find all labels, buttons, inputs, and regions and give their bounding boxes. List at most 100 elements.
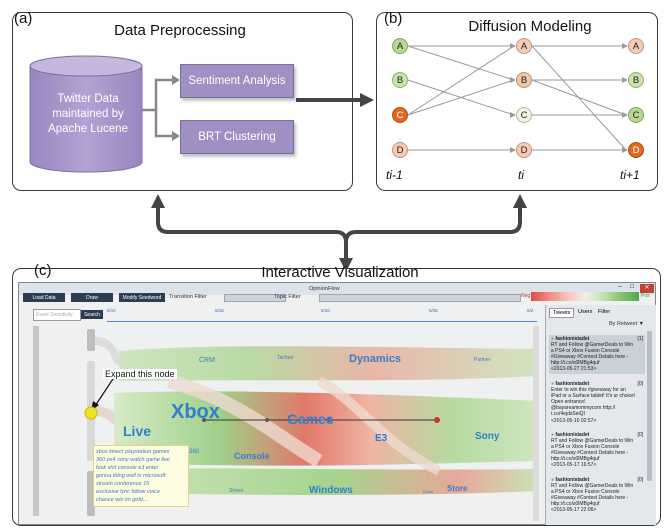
tweet-card[interactable]: ● fashionistadet [0] RT and Follow @Gamer… [549, 431, 645, 470]
node-t0-b: B [392, 72, 408, 88]
tweet-text: Open entrance! [551, 399, 586, 406]
timeline-tick-label: 6/2 [527, 308, 534, 313]
node-t1-c: C [516, 107, 532, 123]
tweet-text: iPad or a Surface tablet! It's ur choice… [551, 393, 636, 400]
database-label: Twitter Data maintained by Apache Lucene [30, 92, 146, 137]
expand-node-annotation: Expand this node [103, 369, 177, 379]
topic-dynamics[interactable]: Dynamics [349, 353, 401, 365]
panel-c-title: Interactive Visualization [261, 264, 419, 281]
window-title: OpinionFlow [309, 286, 340, 292]
topic-filter-slider[interactable] [319, 294, 521, 302]
topic-crm[interactable]: CRM [199, 357, 215, 364]
timeline-ruler[interactable] [107, 307, 537, 322]
retweet-count: [1] [637, 336, 643, 342]
tweet-date: <2013-05-17 22:06> [551, 507, 597, 514]
database-cylinder [29, 55, 143, 173]
search-button[interactable]: Search [81, 310, 103, 319]
topic-360[interactable]: 360 [189, 449, 200, 455]
sentiment-analysis-box: Sentiment Analysis [180, 64, 294, 98]
tweet-date: <2013-05-27 21:53> [551, 366, 597, 373]
database-line-2: maintained by [52, 108, 124, 120]
word-cloud-tooltip: xbox kinect playstation games 360 ps4 so… [93, 445, 189, 507]
timeline-tick-label: 5/25 [429, 308, 438, 313]
diffusion-edges [407, 43, 628, 153]
tab-filter[interactable]: Filter [598, 309, 611, 315]
tweet-text: a PS4 or Xbox Fusion Console [551, 444, 620, 451]
topic-games[interactable]: Games [287, 411, 334, 427]
brt-clustering-box: BRT Clustering [180, 120, 294, 154]
word-cloud-line: fuck shit console e3 enter [96, 465, 159, 471]
topic-xbox[interactable]: Xbox [171, 401, 220, 423]
window-maximize-button[interactable]: □ [630, 284, 634, 290]
transition-filter-slider[interactable] [224, 294, 286, 302]
tweet-text: #Giveaway #Contest Details here - [551, 354, 629, 361]
load-data-button[interactable]: Load Data [23, 293, 65, 302]
tab-users[interactable]: Users [578, 309, 593, 315]
database-line-3: Apache Lucene [48, 123, 128, 135]
retweet-count: [0] [637, 381, 643, 387]
window-titlebar [19, 283, 655, 295]
timeline-tick-label: 5/20 [321, 308, 330, 313]
time-label-prev: ti-1 [386, 168, 403, 182]
topic-live[interactable]: Live [123, 423, 152, 439]
tweet-text: RT and Follow @GamerDeals to Win [551, 342, 634, 349]
tweet-text: http://t.co/s0lMBg4quf [551, 360, 600, 367]
user-avatar-dot: ● [551, 432, 555, 438]
modify-seedword-button[interactable]: Modify Seedword [119, 293, 165, 302]
event-sensitivity-input[interactable]: Event Sensitivity [33, 309, 81, 321]
word-cloud-line: gonna thing well tv microsoft [96, 473, 166, 479]
tweet-text: http://t.co/s0lMBg4quf [551, 456, 600, 463]
user-avatar-dot: ● [551, 381, 555, 387]
topic-stores[interactable]: Stores [229, 488, 244, 494]
sort-dropdown[interactable]: By Retweet ▼ [609, 321, 644, 327]
window-close-button[interactable]: ✕ [640, 284, 654, 293]
tweet-text: RT and Follow @GamerDeals to Win [551, 438, 634, 445]
tweet-text: Enter to win this #giveaway for an [551, 387, 626, 394]
word-cloud-line: chance win im gold... [96, 497, 148, 503]
panel-c-label: (c) [34, 262, 52, 279]
tweet-username: fashionistadet [555, 336, 590, 342]
node-t1-a: A [516, 38, 532, 54]
node-t0-a: A [392, 38, 408, 54]
sort-dropdown-label: By Retweet [609, 321, 638, 327]
tweet-text: http://t.co/s0lMBg4quf [551, 501, 600, 508]
tweet-date: <2013-05-17 16:57> [551, 462, 597, 469]
topic-e3[interactable]: E3 [375, 433, 388, 444]
tweet-username: fashionistadet [555, 432, 590, 438]
topic-partner[interactable]: Partner [474, 357, 491, 363]
node-t2-d: D [628, 142, 644, 158]
tweet-username: fashionistadet [555, 381, 590, 387]
sentiment-color-legend [531, 292, 639, 301]
node-t1-b: B [516, 72, 532, 88]
topic-store[interactable]: Store [447, 484, 468, 493]
topic-windows[interactable]: Windows [309, 485, 353, 496]
database-line-1: Twitter Data [57, 93, 119, 105]
node-t1-d: D [516, 142, 532, 158]
node-t2-b: B [628, 72, 644, 88]
tweet-text: #Giveaway #Contest Details here - [551, 495, 629, 502]
opinion-flow-canvas[interactable] [19, 321, 545, 526]
topic-tached[interactable]: Tached [277, 355, 294, 361]
draw-button[interactable]: Draw [71, 293, 113, 302]
panel-a-title: Data Preprocessing [114, 22, 246, 39]
topic-sony[interactable]: Sony [475, 431, 500, 442]
retweet-count: [0] [637, 432, 643, 438]
topic-console[interactable]: Console [234, 451, 270, 461]
tweet-text: t.co/4ejdsSeiQI [551, 411, 585, 418]
tweet-card[interactable]: ● fashionistadet [0] Enter to win this #g… [549, 380, 645, 425]
topic-filter-label: Topic Filter [274, 294, 301, 300]
tweet-card[interactable]: ● fashionistadet[1] RT and Follow @Gamer… [549, 335, 645, 374]
tweet-text: a PS4 or Xbox Fusion Console [551, 348, 620, 355]
node-t2-c: C [628, 107, 644, 123]
node-t2-a: A [628, 38, 644, 54]
word-cloud-line: exclusive lync follow voice [96, 489, 160, 495]
topic-event[interactable]: Event [423, 489, 434, 494]
tweet-card[interactable]: ● fashionistadet[0] RT and Follow @Gamer… [549, 476, 645, 515]
tweet-panel-scrollbar[interactable] [647, 331, 652, 481]
node-t0-d: D [392, 142, 408, 158]
tab-tweets[interactable]: Tweets [549, 308, 575, 318]
window-minimize-button[interactable]: – [618, 284, 622, 290]
retweet-count: [0] [637, 477, 643, 483]
tweet-username: fashionistadet [555, 477, 590, 483]
time-label-current: ti [518, 168, 524, 182]
